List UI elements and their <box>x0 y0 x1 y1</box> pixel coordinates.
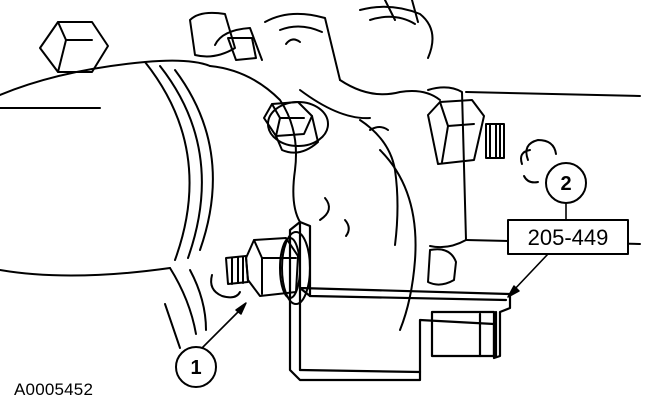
callout-2: 2 <box>545 162 587 221</box>
housing-body <box>0 59 214 277</box>
callout-1-label: 1 <box>190 357 201 379</box>
callout-2-label: 2 <box>560 173 571 195</box>
right-nut-stud <box>427 86 641 286</box>
figure-id: A0005452 <box>14 380 94 399</box>
special-tool-bracket <box>288 220 512 382</box>
tool-number-box: 205-449 <box>507 219 629 298</box>
tool-number-label: 205-449 <box>528 225 609 250</box>
hex-bolt-top-left <box>39 21 109 73</box>
lower-housing <box>164 267 207 349</box>
center-bolt <box>263 101 329 154</box>
callout-1: 1 <box>175 302 247 388</box>
small-bolt-heads <box>520 139 557 184</box>
steering-knuckle <box>209 65 441 331</box>
casting-upper <box>189 0 434 81</box>
fastener-nut-stud <box>210 231 311 305</box>
